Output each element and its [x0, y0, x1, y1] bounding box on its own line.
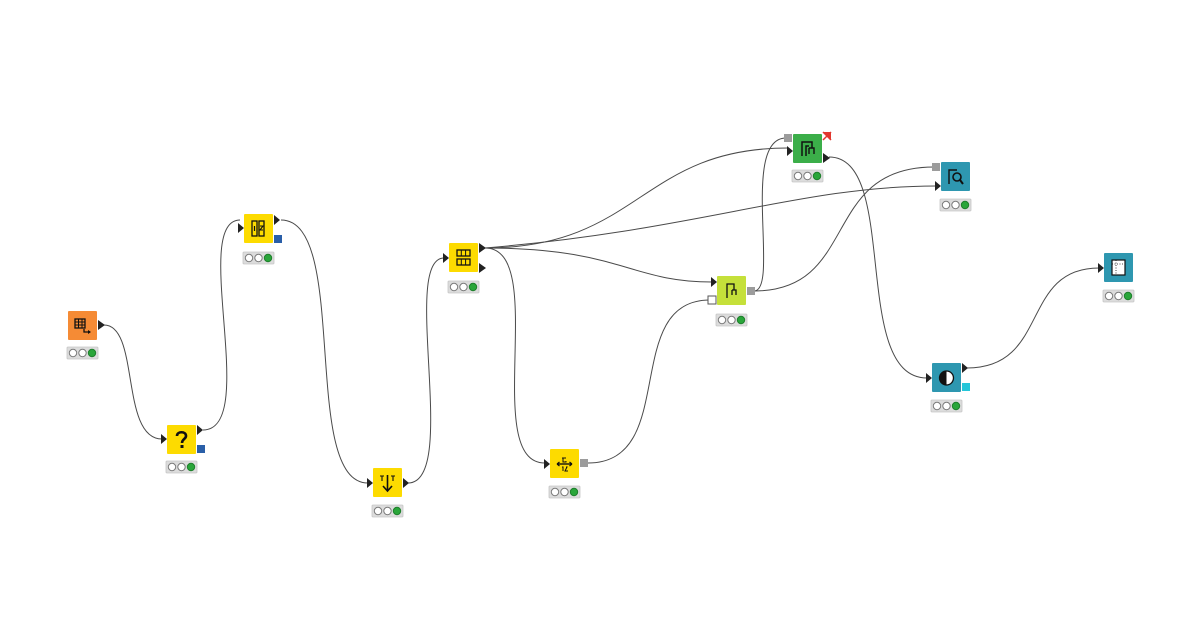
node-partitioning[interactable] — [443, 243, 486, 294]
node-normalizer[interactable] — [544, 449, 588, 499]
input-port-table[interactable] — [443, 253, 449, 263]
status-traffic-light — [548, 485, 581, 499]
node-tree-predictor[interactable] — [784, 131, 832, 183]
color-manager-icon — [938, 370, 955, 386]
output-port-table[interactable] — [823, 153, 830, 163]
question-mark-icon — [175, 430, 188, 448]
warning-icon[interactable] — [822, 131, 832, 141]
connections — [103, 137, 1100, 484]
table-view-icon — [1111, 259, 1126, 276]
sort-icon — [380, 475, 395, 493]
node-missing-value-body[interactable] — [167, 425, 196, 454]
node-partitioning-body[interactable] — [449, 243, 478, 272]
normalizer-icon — [556, 457, 573, 472]
input-port-table[interactable] — [935, 181, 941, 191]
output-port-table[interactable] — [403, 478, 409, 488]
column-apply-icon — [251, 220, 265, 237]
input-port-table[interactable] — [1098, 263, 1104, 273]
status-traffic-light — [66, 346, 99, 360]
partition-icon — [456, 249, 471, 266]
connection-table-creator-to-missing-value[interactable] — [103, 324, 163, 440]
input-port-table[interactable] — [926, 373, 932, 383]
table-creator-icon — [74, 318, 91, 334]
output-port-table[interactable] — [98, 320, 105, 330]
node-sorter[interactable] — [367, 468, 409, 518]
status-traffic-light — [930, 399, 963, 413]
status-traffic-light — [939, 198, 972, 212]
node-color-manager[interactable] — [926, 363, 970, 413]
status-traffic-light — [715, 313, 748, 327]
output-port-tree-model[interactable] — [747, 287, 755, 295]
output-port-color-model[interactable] — [962, 383, 970, 391]
node-missing-value-apply[interactable] — [238, 214, 282, 265]
node-table-view[interactable] — [1098, 253, 1135, 303]
connection-partitioning-to-normalizer[interactable] — [484, 247, 546, 464]
output-port-train[interactable] — [479, 243, 486, 253]
scorer-icon — [948, 169, 964, 185]
input-port-table[interactable] — [238, 223, 244, 233]
input-port-model[interactable] — [784, 134, 792, 142]
input-port-table[interactable] — [367, 478, 373, 488]
output-port-normalizer-model[interactable] — [580, 459, 588, 467]
status-traffic-light — [447, 280, 480, 294]
connection-predictor-to-color-manager[interactable] — [828, 156, 928, 379]
input-port-table[interactable] — [787, 146, 793, 156]
output-port-model[interactable] — [274, 235, 282, 243]
connection-apply-to-sorter[interactable] — [280, 219, 369, 484]
connection-learner-to-predictor[interactable] — [753, 137, 787, 292]
output-port-model[interactable] — [197, 445, 205, 453]
status-traffic-light — [242, 251, 275, 265]
output-port-table[interactable] — [274, 215, 280, 225]
tree-predictor-icon — [801, 141, 815, 156]
input-port-table[interactable] — [711, 277, 717, 287]
input-port-optional-model[interactable] — [707, 295, 717, 305]
connection-sorter-to-partitioning[interactable] — [407, 257, 445, 484]
node-scorer-body[interactable] — [941, 162, 970, 191]
output-port-test[interactable] — [479, 263, 486, 273]
connection-color-manager-to-table-view[interactable] — [966, 267, 1100, 369]
connection-partitioning-to-scorer[interactable] — [484, 185, 937, 249]
input-port-model[interactable] — [932, 163, 940, 171]
connection-partitioning-to-learner[interactable] — [484, 247, 713, 283]
node-scorer[interactable] — [932, 162, 972, 212]
status-traffic-light — [371, 504, 404, 518]
node-tree-predictor-body[interactable] — [793, 134, 822, 163]
status-traffic-light — [165, 460, 198, 474]
decision-tree-icon — [726, 283, 737, 298]
input-port-table[interactable] — [161, 434, 167, 444]
output-port-table[interactable] — [197, 425, 203, 435]
node-table-creator[interactable] — [66, 311, 105, 360]
status-traffic-light — [791, 169, 824, 183]
connection-partitioning-to-predictor[interactable] — [484, 147, 789, 249]
status-traffic-light — [1102, 289, 1135, 303]
node-tree-learner[interactable] — [707, 276, 755, 327]
connection-missing-value-to-apply[interactable] — [202, 219, 241, 431]
input-port-table[interactable] — [544, 459, 550, 469]
connection-normalizer-to-learner[interactable] — [587, 299, 711, 464]
connection-learner-to-scorer[interactable] — [753, 166, 935, 292]
output-port-table[interactable] — [962, 363, 968, 373]
node-missing-value[interactable] — [161, 425, 205, 474]
